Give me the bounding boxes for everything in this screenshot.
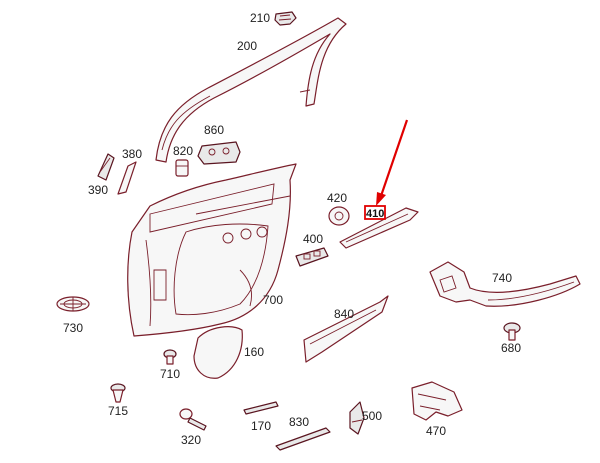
label-830: 830 (289, 415, 309, 429)
label-420: 420 (327, 191, 347, 205)
part-830-bar[interactable] (275, 427, 331, 451)
part-680-screw[interactable] (503, 322, 521, 341)
pointer-arrow (376, 119, 409, 206)
part-390-bracket[interactable] (97, 153, 115, 181)
part-740-armrest[interactable] (429, 261, 581, 307)
part-820-cap[interactable] (175, 159, 189, 177)
part-420-grommet[interactable] (328, 206, 350, 226)
label-840: 840 (334, 307, 354, 321)
label-715: 715 (108, 404, 128, 418)
part-210-clip[interactable] (274, 11, 297, 26)
label-860: 860 (204, 123, 224, 137)
label-200: 200 (237, 39, 257, 53)
label-820: 820 (173, 144, 193, 158)
part-320-pin[interactable] (179, 408, 207, 431)
label-380: 380 (122, 147, 142, 161)
part-500-hinge-clip[interactable] (349, 401, 365, 435)
part-470-bracket[interactable] (411, 381, 463, 421)
label-210: 210 (250, 11, 270, 25)
label-680: 680 (501, 341, 521, 355)
label-160: 160 (244, 345, 264, 359)
part-730-speaker-grille[interactable] (56, 296, 90, 312)
part-400-switch[interactable] (295, 247, 329, 267)
part-380-strip[interactable] (117, 161, 137, 195)
label-410: 410 (366, 208, 384, 220)
label-470: 470 (426, 424, 446, 438)
label-170: 170 (251, 419, 271, 433)
part-715-push-clip[interactable] (110, 383, 126, 403)
part-860-handle-housing[interactable] (197, 141, 241, 165)
part-170-strip[interactable] (243, 401, 279, 415)
label-740: 740 (492, 271, 512, 285)
label-400: 400 (303, 232, 323, 246)
label-730: 730 (63, 321, 83, 335)
part-200-window-trim[interactable] (155, 17, 347, 163)
label-390: 390 (88, 183, 108, 197)
part-410-trim-strip[interactable] (339, 207, 419, 249)
label-710: 710 (160, 367, 180, 381)
label-700: 700 (263, 293, 283, 307)
part-160-pad[interactable] (193, 326, 243, 379)
part-710-clip[interactable] (163, 349, 177, 365)
highlight-box-410 (364, 205, 386, 220)
part-700-door-panel[interactable] (127, 163, 297, 337)
label-500: 500 (362, 409, 382, 423)
label-320: 320 (181, 433, 201, 447)
part-840-panel[interactable] (303, 295, 389, 363)
